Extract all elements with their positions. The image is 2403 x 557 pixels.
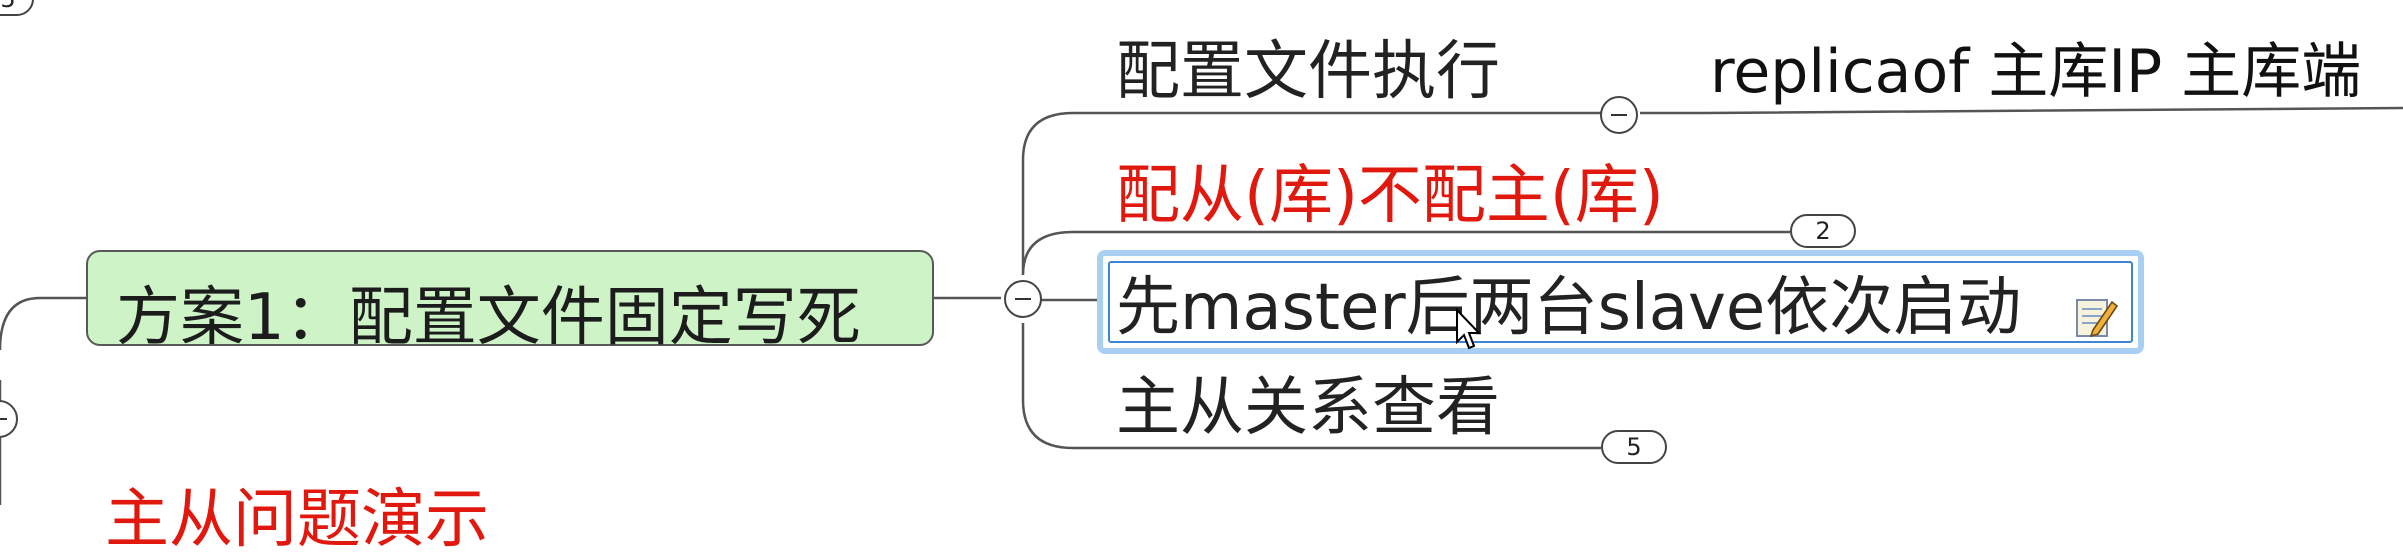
branch-slave-not-master-label: 配从(库)不配主(库) <box>1116 159 1664 233</box>
config-exec-collapse-button[interactable] <box>1600 96 1638 134</box>
selection-outline <box>1108 261 2133 343</box>
note-icon[interactable] <box>2072 292 2120 340</box>
mouse-cursor-icon <box>1456 308 1481 350</box>
left-top-count-label: 5 <box>0 0 15 13</box>
master-slave-view-count-badge[interactable]: 5 <box>1601 430 1667 464</box>
sub-topic-replicaof-label: replicaof 主库IP 主库端 <box>1710 37 2362 107</box>
main-collapse-button[interactable] <box>1004 280 1042 318</box>
slave-not-master-count-badge[interactable]: 2 <box>1790 214 1856 248</box>
branch-config-exec-label: 配置文件执行 <box>1116 35 1500 109</box>
branch-startup-order[interactable]: 先master后两台slave依次启动 <box>1116 276 2021 340</box>
branch-master-slave-view-label: 主从关系查看 <box>1116 371 1500 445</box>
branch-slave-not-master[interactable]: 配从(库)不配主(库) <box>1116 164 1664 228</box>
master-slave-view-count: 5 <box>1626 433 1642 461</box>
branch-startup-order-label: 先master后两台slave依次启动 <box>1116 271 2022 345</box>
left-top-count-badge[interactable]: 5 <box>0 0 34 16</box>
main-topic-label: 方案1：配置文件固定写死 <box>116 281 861 355</box>
main-topic-node[interactable]: 方案1：配置文件固定写死 <box>86 250 934 355</box>
slave-not-master-count: 2 <box>1815 217 1831 245</box>
partial-bottom-topic-label: 主从问题演示 <box>105 483 489 557</box>
sub-topic-replicaof[interactable]: replicaof 主库IP 主库端 <box>1710 42 2361 102</box>
selected-topic-frame[interactable] <box>1097 250 2144 354</box>
partial-bottom-topic[interactable]: 主从问题演示 <box>105 488 489 552</box>
branch-config-exec[interactable]: 配置文件执行 <box>1116 40 1500 104</box>
branch-master-slave-view[interactable]: 主从关系查看 <box>1116 376 1500 440</box>
